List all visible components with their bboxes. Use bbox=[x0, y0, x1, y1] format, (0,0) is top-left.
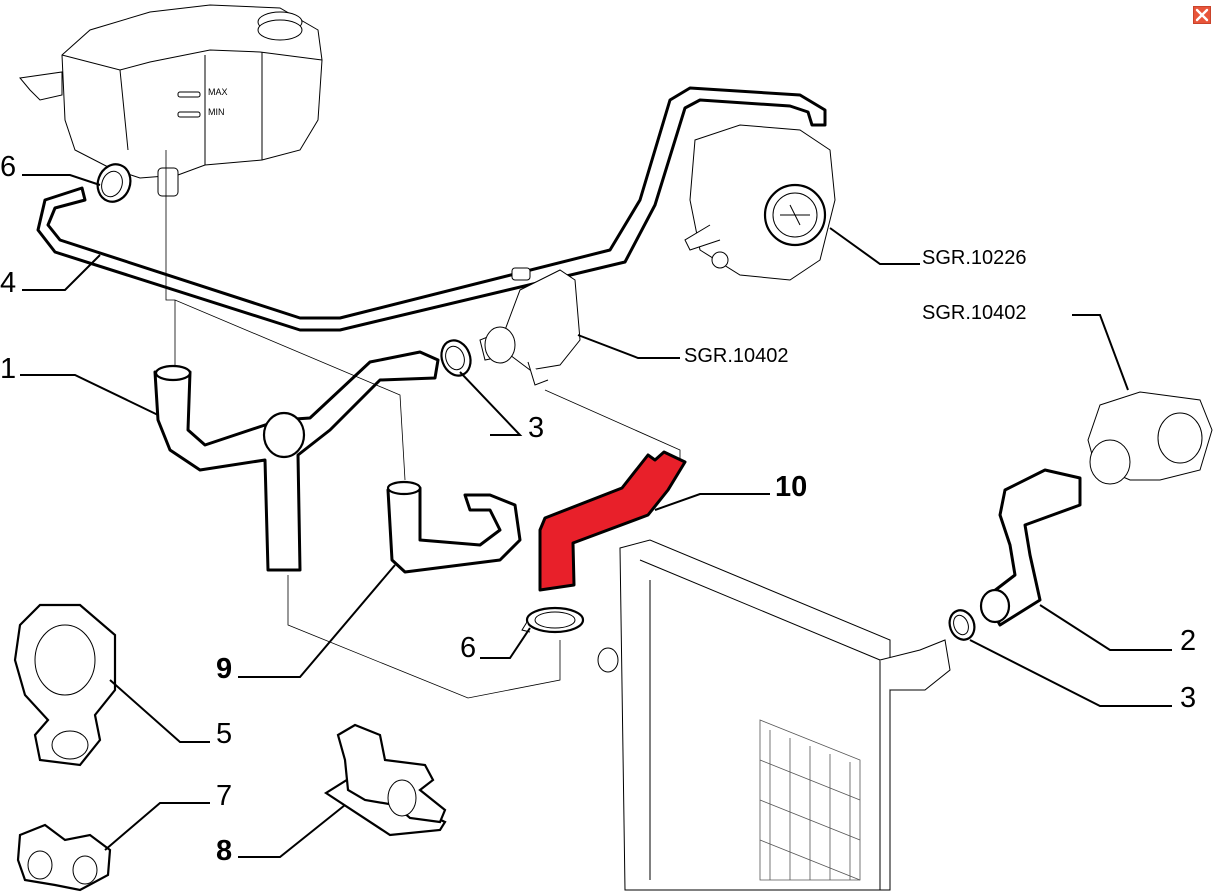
close-button[interactable] bbox=[1193, 6, 1211, 24]
callouts: 6 4 1 3 10 6 2 3 9 5 7 8 bbox=[0, 151, 1196, 867]
tank-max-label: MAX bbox=[208, 87, 228, 97]
callout-3-thermostat: 3 bbox=[528, 412, 544, 444]
assembly-guide-lines bbox=[165, 150, 681, 699]
clip-7 bbox=[16, 823, 112, 892]
callout-4: 4 bbox=[0, 267, 16, 299]
hose-10[interactable] bbox=[538, 450, 687, 592]
clip-5 bbox=[13, 603, 117, 767]
close-icon bbox=[1195, 8, 1209, 22]
hose-2 bbox=[979, 468, 1082, 627]
ref-water-outlet[interactable]: SGR.10402 bbox=[922, 302, 1027, 324]
clip-8 bbox=[323, 723, 447, 837]
callout-9: 9 bbox=[216, 653, 232, 685]
reference-labels: SGR.10226 SGR.10402 SGR.10402 bbox=[684, 247, 1027, 367]
callout-1: 1 bbox=[0, 353, 16, 385]
hose-4 bbox=[36, 86, 827, 332]
ref-throttle-body[interactable]: SGR.10226 bbox=[922, 247, 1027, 269]
hose-clamp-3-right bbox=[948, 609, 976, 641]
thermostat-housing bbox=[479, 267, 581, 386]
callout-10: 10 bbox=[775, 471, 807, 503]
callout-6-top: 6 bbox=[0, 151, 16, 183]
radiator bbox=[597, 539, 951, 891]
leader-lines bbox=[20, 174, 1172, 858]
callout-2: 2 bbox=[1180, 625, 1196, 657]
tank-min-label: MIN bbox=[208, 107, 225, 117]
throttle-body bbox=[684, 124, 836, 281]
hose-clamp-6-bottom bbox=[521, 606, 585, 634]
ref-thermostat-housing[interactable]: SGR.10402 bbox=[684, 345, 789, 367]
callout-8: 8 bbox=[216, 835, 232, 867]
callout-6-bottom: 6 bbox=[460, 632, 476, 664]
hose-clamp-3-thermostat bbox=[440, 339, 472, 377]
water-outlet bbox=[1087, 391, 1213, 485]
callout-7: 7 bbox=[216, 780, 232, 812]
hose-9 bbox=[386, 480, 522, 574]
hose-1 bbox=[153, 350, 440, 572]
callout-3-right: 3 bbox=[1180, 682, 1196, 714]
callout-5: 5 bbox=[216, 718, 232, 750]
expansion-tank: MAX MIN bbox=[19, 4, 323, 197]
hose-clamp-6-top bbox=[96, 163, 132, 203]
